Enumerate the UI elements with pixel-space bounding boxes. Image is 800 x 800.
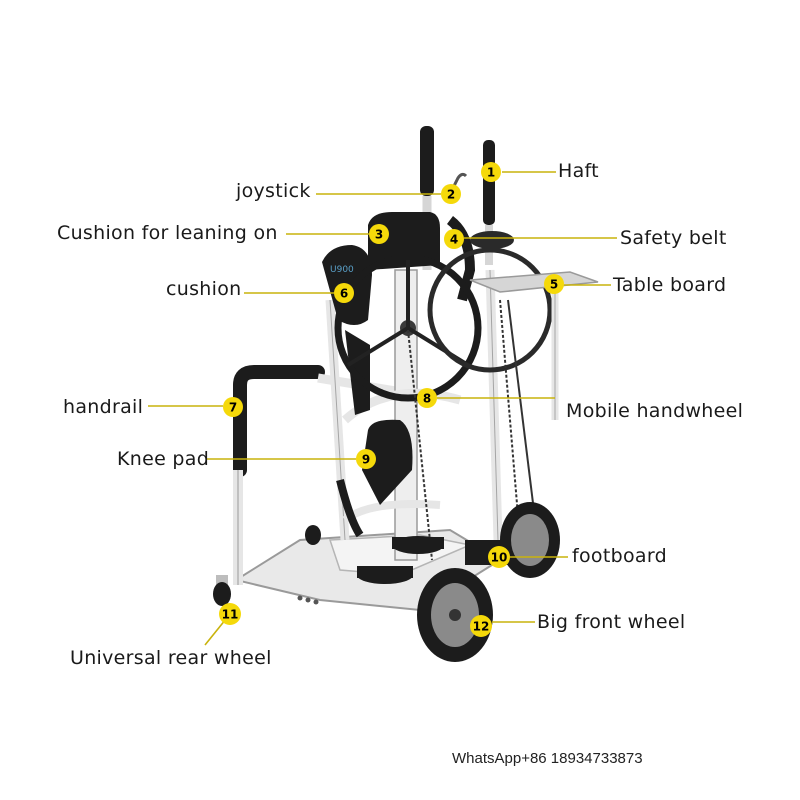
handwheel-ring <box>334 254 482 402</box>
svg-text:6: 6 <box>340 287 348 301</box>
contact-whatsapp: WhatsApp+86 18934733873 <box>452 750 643 767</box>
label-mobile-handwheel: Mobile handwheel <box>566 400 744 422</box>
universal-rear-wheel <box>213 575 231 606</box>
label-cushion-for-leaning-on: Cushion for leaning on <box>57 222 278 244</box>
label-joystick: joystick <box>236 180 311 202</box>
handrail-bar <box>233 365 325 477</box>
badge-2: 2 <box>441 184 461 204</box>
label-knee-pad: Knee pad <box>117 448 210 470</box>
svg-text:8: 8 <box>423 392 431 406</box>
badge-6: 6 <box>334 283 354 303</box>
joystick-lever <box>445 172 468 201</box>
label-safety-belt: Safety belt <box>620 227 727 249</box>
badge-10: 10 <box>488 546 510 568</box>
badge-8: 8 <box>417 388 437 408</box>
svg-text:2: 2 <box>447 188 455 202</box>
svg-text:4: 4 <box>450 233 458 247</box>
badge-1: 1 <box>481 162 501 182</box>
badge-4: 4 <box>444 229 464 249</box>
label-table-board: Table board <box>613 274 727 296</box>
standing-frame-illustration: U900 <box>213 126 599 662</box>
back-cushion <box>368 212 440 270</box>
svg-text:9: 9 <box>362 453 370 467</box>
table-board <box>469 271 599 293</box>
label-universal-rear-wheel: Universal rear wheel <box>70 647 272 669</box>
label-cushion: cushion <box>166 278 242 300</box>
badge-3: 3 <box>369 224 389 244</box>
svg-text:5: 5 <box>550 278 558 292</box>
svg-text:11: 11 <box>222 608 239 622</box>
badge-12: 12 <box>470 615 492 637</box>
label-big-front-wheel: Big front wheel <box>537 611 686 633</box>
svg-text:7: 7 <box>229 401 237 415</box>
safety-belt <box>446 216 476 302</box>
callout-badges: 1 2 3 4 5 6 7 8 9 10 11 12 <box>219 162 564 637</box>
badge-9: 9 <box>356 449 376 469</box>
knee-pad <box>362 419 413 505</box>
badge-5: 5 <box>544 274 564 294</box>
caster-back <box>305 525 321 545</box>
leader-lines <box>148 171 617 646</box>
svg-text:12: 12 <box>473 620 490 634</box>
badge-7: 7 <box>223 397 243 417</box>
rear-big-wheel <box>500 502 560 578</box>
label-haft: Haft <box>558 160 599 182</box>
label-footboard: footboard <box>572 545 667 567</box>
haft-grip <box>483 140 495 225</box>
label-handrail: handrail <box>63 396 144 418</box>
svg-text:1: 1 <box>487 166 495 180</box>
svg-text:10: 10 <box>491 551 508 565</box>
left-handle-grip <box>420 126 434 196</box>
big-front-wheel <box>417 568 493 662</box>
handwheel-ring-rear <box>427 247 553 373</box>
svg-text:U900: U900 <box>330 265 354 275</box>
badge-11: 11 <box>219 603 241 625</box>
svg-text:3: 3 <box>375 228 383 242</box>
